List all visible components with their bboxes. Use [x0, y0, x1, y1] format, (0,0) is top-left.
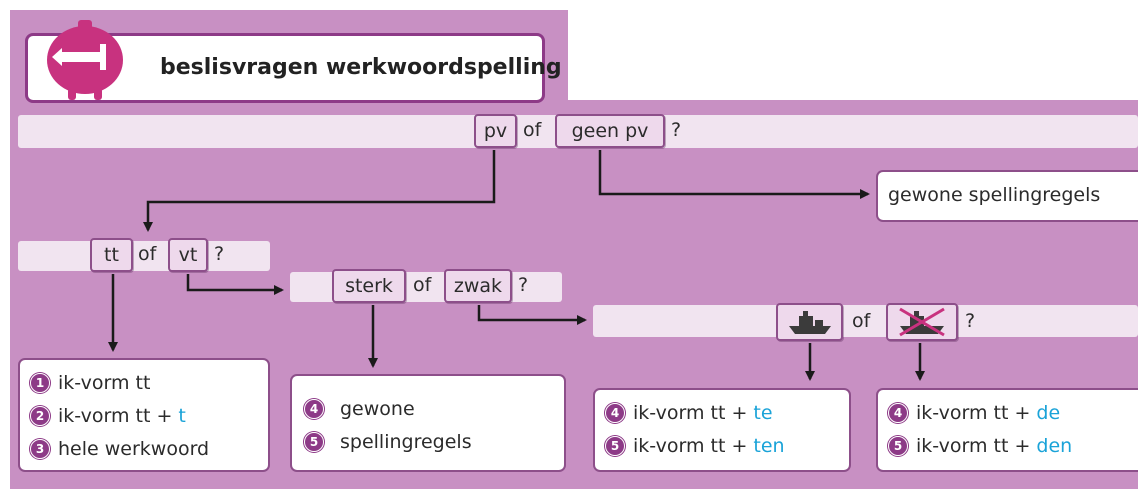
list-item-suffix: den: [1036, 435, 1073, 457]
result-box-te: 4 ik-vorm tt + te 5 ik-vorm tt + ten: [593, 388, 851, 472]
list-item: 5 ik-vorm tt + den: [888, 435, 1072, 457]
q2-vt-tag: vt: [168, 238, 208, 272]
list-item-text: ik-vorm tt +: [916, 402, 1037, 424]
number-badge: 5: [888, 436, 908, 456]
number-badge: 1: [30, 373, 50, 393]
arrow-zwak-to-q4: [477, 305, 587, 325]
q4-ship-tag: [776, 303, 843, 341]
list-item-text: ik-vorm tt +: [633, 402, 754, 424]
list-item: 5 spellingregels: [304, 431, 472, 453]
q3-zwak-tag: zwak: [444, 269, 512, 303]
q4-of-label: of: [852, 310, 871, 332]
q1-geen-pv-tag: geen pv: [555, 114, 665, 148]
list-item: 4 ik-vorm tt + te: [605, 402, 773, 424]
list-item: 3 hele werkwoord: [30, 438, 209, 460]
result-box-sterk: 4 gewone 5 spellingregels: [290, 374, 566, 472]
diagram-title: beslisvragen werkwoordspelling: [160, 55, 562, 80]
list-item: 2 ik-vorm tt + t: [30, 405, 186, 427]
result-box-tt: 1 ik-vorm tt 2 ik-vorm tt + t 3 hele wer…: [18, 358, 270, 472]
number-badge: 5: [304, 432, 324, 452]
q2-bar: [18, 241, 270, 271]
arrow-vt-to-sterk: [186, 274, 284, 295]
q4-bar: [593, 305, 1138, 337]
q1-of-label: of: [523, 119, 542, 141]
result-gewone-label: gewone spellingregels: [888, 184, 1101, 206]
list-item: 1 ik-vorm tt: [30, 372, 150, 394]
q2-of-label: of: [138, 243, 157, 265]
robot-logo-icon: [47, 20, 123, 100]
result-box-de: 4 ik-vorm tt + de 5 ik-vorm tt + den: [876, 388, 1138, 472]
list-item-text: spellingregels: [340, 431, 472, 453]
number-badge: 2: [30, 406, 50, 426]
list-item: 5 ik-vorm tt + ten: [605, 435, 785, 457]
q3-of-label: of: [413, 274, 432, 296]
number-badge: 4: [888, 403, 908, 423]
q3-question-mark: ?: [518, 274, 529, 296]
arrow-geen-pv-to-gewone: [598, 150, 870, 199]
list-item-text: gewone: [340, 398, 415, 420]
list-item-text: ik-vorm tt +: [58, 405, 179, 427]
q2-question-mark: ?: [214, 243, 225, 265]
number-badge: 5: [605, 436, 625, 456]
q1-pv-tag: pv: [474, 114, 517, 148]
list-item-suffix: te: [753, 402, 773, 424]
number-badge: 4: [605, 403, 625, 423]
list-item-text: ik-vorm tt: [58, 372, 151, 394]
list-item: 4 gewone: [304, 398, 415, 420]
ship-icon: [788, 311, 831, 334]
q4-question-mark: ?: [965, 310, 976, 332]
list-item-suffix: t: [178, 405, 186, 427]
number-badge: 3: [30, 439, 50, 459]
list-item-text: hele werkwoord: [58, 438, 210, 460]
q2-tt-tag: tt: [90, 238, 133, 272]
list-item-suffix: de: [1036, 402, 1061, 424]
crossed-ship-icon: [899, 307, 945, 337]
number-badge: 4: [304, 399, 324, 419]
list-item-suffix: ten: [753, 435, 785, 457]
list-item: 4 ik-vorm tt + de: [888, 402, 1060, 424]
arrow-pv-to-tt: [143, 150, 496, 232]
q4-crossed-ship-tag: [886, 303, 958, 341]
q3-sterk-tag: sterk: [332, 269, 406, 303]
list-item-text: ik-vorm tt +: [633, 435, 754, 457]
result-gewone-box: [876, 170, 1138, 222]
list-item-text: ik-vorm tt +: [916, 435, 1037, 457]
q1-question-mark: ?: [671, 119, 682, 141]
